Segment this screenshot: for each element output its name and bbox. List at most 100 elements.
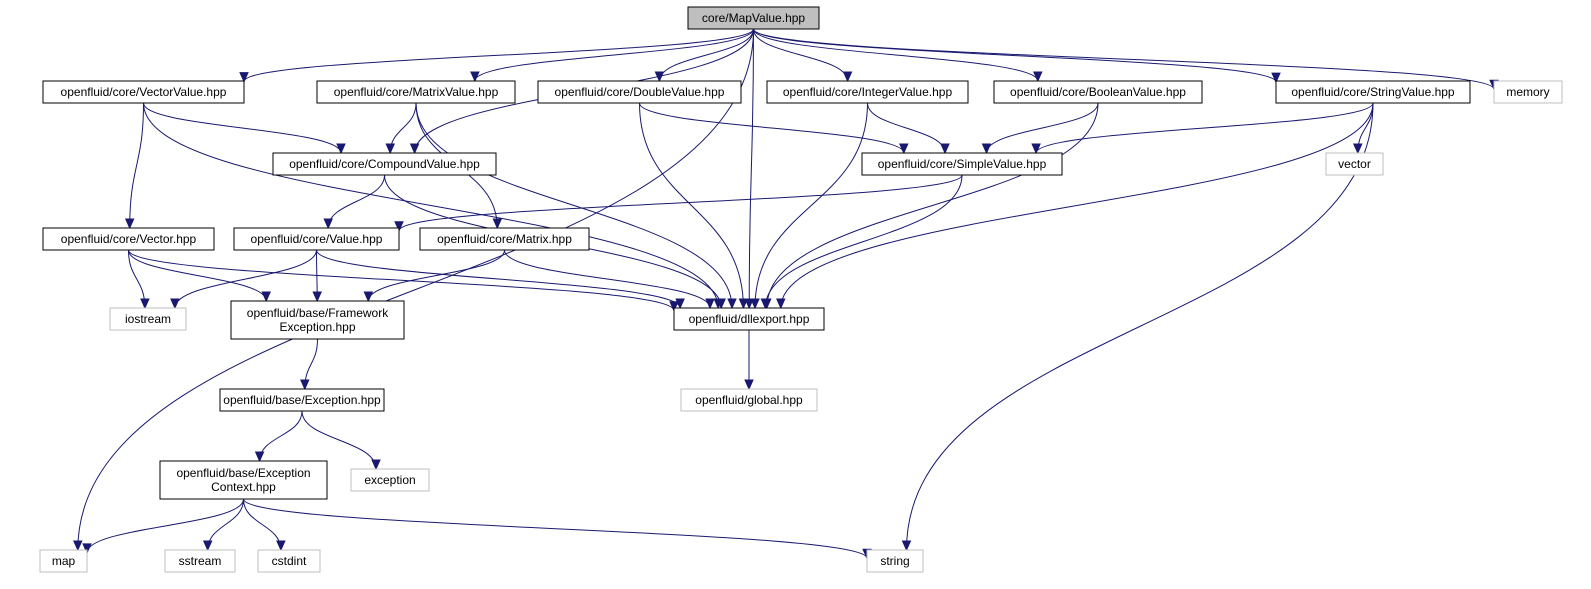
edge-matrix-to-dllexport bbox=[504, 249, 715, 310]
node-box bbox=[1275, 80, 1471, 104]
edge-stringvalue-to-dllexport bbox=[776, 102, 1374, 310]
node-box bbox=[861, 152, 1063, 176]
edge-root-to-stringvalue bbox=[753, 28, 1281, 84]
edge-exccontext-to-map bbox=[82, 498, 244, 555]
edge-arrowhead bbox=[842, 71, 853, 83]
node-box bbox=[350, 468, 430, 492]
node-label: cstdint bbox=[272, 554, 307, 568]
edge-exccontext-to-sstream bbox=[202, 498, 244, 552]
node-box bbox=[419, 227, 590, 251]
edge-stringvalue-to-string bbox=[901, 102, 1374, 552]
edge-arrowhead bbox=[336, 143, 346, 155]
edge-arrowhead bbox=[727, 298, 737, 310]
edge-line bbox=[504, 249, 711, 309]
edge-simplevalue-to-dllexport bbox=[760, 174, 963, 310]
edge-arrowhead bbox=[254, 451, 265, 463]
node-matrixvalue[interactable]: openfluid/core/MatrixValue.hpp bbox=[316, 80, 516, 104]
node-label: openfluid/core/CompoundValue.hpp bbox=[289, 157, 480, 171]
edge-booleanvalue-to-simplevalue bbox=[981, 102, 1099, 155]
node-global: openfluid/global.hpp bbox=[680, 388, 818, 412]
edge-line bbox=[906, 102, 1374, 551]
edge-arrowhead bbox=[300, 379, 310, 391]
edge-doublevalue-to-dllexport bbox=[639, 102, 749, 310]
edge-arrowhead bbox=[202, 540, 213, 552]
edge-root-to-map bbox=[73, 28, 754, 552]
node-vector: vector bbox=[1325, 152, 1384, 176]
edge-line bbox=[754, 102, 868, 309]
node-label: vector bbox=[1338, 157, 1371, 171]
node-simplevalue[interactable]: openfluid/core/SimpleValue.hpp bbox=[861, 152, 1063, 176]
node-label: openfluid/core/Matrix.hpp bbox=[437, 232, 572, 246]
edge-root-to-booleanvalue bbox=[753, 28, 1043, 83]
node-dllexport[interactable]: openfluid/dllexport.hpp bbox=[673, 307, 825, 331]
edge-arrowhead bbox=[470, 71, 480, 83]
node-vectorhpp[interactable]: openfluid/core/Vector.hpp bbox=[42, 227, 215, 251]
node-box bbox=[316, 80, 516, 104]
node-value[interactable]: openfluid/core/Value.hpp bbox=[233, 227, 400, 251]
edge-line bbox=[398, 174, 963, 232]
edge-line bbox=[766, 102, 1099, 309]
edge-line bbox=[243, 498, 282, 551]
edge-line bbox=[143, 102, 342, 154]
edge-line bbox=[474, 28, 754, 82]
node-exception-hpp[interactable]: openfluid/base/Exception.hpp bbox=[219, 388, 385, 412]
node-compoundvalue[interactable]: openfluid/core/CompoundValue.hpp bbox=[272, 152, 497, 176]
node-integervalue[interactable]: openfluid/core/IntegerValue.hpp bbox=[766, 80, 969, 104]
edge-line bbox=[639, 102, 744, 309]
edge-exccontext-to-cstdint bbox=[243, 498, 286, 552]
node-box bbox=[42, 80, 245, 104]
node-doublevalue[interactable]: openfluid/core/DoubleValue.hpp bbox=[537, 80, 742, 104]
edge-compoundvalue-to-value bbox=[323, 174, 385, 230]
node-label: string bbox=[880, 554, 909, 568]
edge-arrowhead bbox=[170, 298, 180, 310]
edge-line bbox=[128, 249, 267, 302]
node-label: iostream bbox=[125, 312, 171, 326]
edge-root-to-vectorvalue bbox=[239, 28, 754, 83]
edge-arrowhead bbox=[371, 459, 381, 471]
edge-exccontext-to-string bbox=[243, 498, 872, 560]
edge-arrowhead bbox=[1031, 143, 1041, 155]
node-label: openfluid/core/StringValue.hpp bbox=[1291, 85, 1455, 99]
edge-integervalue-to-dllexport bbox=[750, 102, 868, 310]
node-cstdint: cstdint bbox=[257, 549, 321, 573]
node-booleanvalue[interactable]: openfluid/core/BooleanValue.hpp bbox=[993, 80, 1203, 104]
edge-arrowhead bbox=[492, 218, 503, 230]
node-label: openfluid/global.hpp bbox=[695, 393, 803, 407]
node-vectorvalue[interactable]: openfluid/core/VectorValue.hpp bbox=[42, 80, 245, 104]
node-string: string bbox=[866, 549, 924, 573]
node-box bbox=[233, 227, 400, 251]
edge-vectorvalue-to-compoundvalue bbox=[143, 102, 346, 155]
edge-arrowhead bbox=[239, 72, 249, 83]
node-label: core/MapValue.hpp bbox=[702, 11, 806, 25]
edge-line bbox=[86, 498, 244, 554]
node-matrix[interactable]: openfluid/core/Matrix.hpp bbox=[419, 227, 590, 251]
edge-exception_hpp-to-exception bbox=[301, 410, 381, 471]
node-label: openfluid/base/Exception bbox=[176, 466, 310, 480]
edge-arrowhead bbox=[323, 218, 333, 230]
node-map: map bbox=[39, 549, 88, 573]
edge-value-to-frameworkexc bbox=[312, 249, 322, 303]
edge-root-to-doublevalue bbox=[654, 28, 754, 83]
edge-root-to-integervalue bbox=[753, 28, 853, 83]
edge-line bbox=[764, 174, 963, 309]
node-box bbox=[164, 549, 236, 573]
edge-line bbox=[301, 410, 377, 470]
node-box bbox=[272, 152, 497, 176]
node-box bbox=[219, 388, 385, 412]
edge-line bbox=[243, 28, 754, 83]
node-label: Exception.hpp bbox=[279, 320, 355, 334]
edge-arrowhead bbox=[899, 143, 909, 155]
node-stringvalue[interactable]: openfluid/core/StringValue.hpp bbox=[1275, 80, 1471, 104]
edge-line bbox=[129, 102, 144, 229]
edge-arrowhead bbox=[654, 71, 665, 83]
edge-arrowhead bbox=[312, 291, 322, 303]
edge-vectorhpp-to-iostream bbox=[128, 249, 150, 310]
edge-arrowhead bbox=[760, 298, 771, 310]
node-label: openfluid/core/DoubleValue.hpp bbox=[555, 85, 725, 99]
node-box bbox=[42, 227, 215, 251]
node-label: openfluid/core/IntegerValue.hpp bbox=[783, 85, 953, 99]
edge-arrowhead bbox=[385, 143, 395, 155]
